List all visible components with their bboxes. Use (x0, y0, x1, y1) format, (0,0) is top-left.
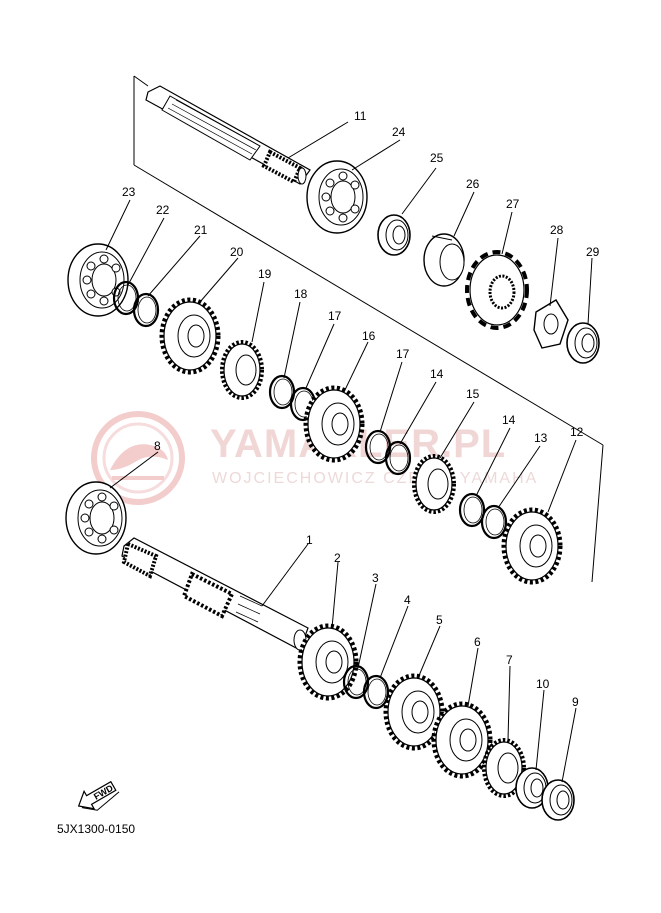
callout-19: 19 (258, 267, 272, 281)
callout-1: 1 (306, 533, 313, 547)
callout-8: 8 (154, 439, 161, 453)
gear-16 (306, 388, 362, 460)
collar-25 (377, 214, 411, 256)
fwd-arrow-icon: FWD (77, 780, 120, 811)
callout-26: 26 (466, 177, 480, 191)
callout-2: 2 (334, 551, 341, 565)
main-axle-1 (121, 537, 309, 651)
gear-12 (504, 510, 560, 582)
callout-11: 11 (354, 109, 367, 123)
callout-20: 20 (230, 245, 244, 259)
callout-23: 23 (122, 185, 136, 199)
callout-12: 12 (570, 425, 584, 439)
seal-9 (541, 779, 575, 821)
callout-29: 29 (586, 245, 600, 259)
callout-21: 21 (194, 223, 208, 237)
gear-6 (434, 704, 490, 776)
callout-17a: 17 (328, 309, 342, 323)
callout-27: 27 (506, 197, 520, 211)
callout-6: 6 (474, 635, 481, 649)
nut-29 (566, 322, 600, 364)
callout-3: 3 (372, 571, 379, 585)
sprocket-27 (465, 250, 529, 330)
callout-10: 10 (536, 677, 550, 691)
drawing-code: 5JX1300-0150 (57, 822, 136, 836)
bearing-23 (67, 243, 129, 317)
callout-14a: 14 (430, 367, 444, 381)
lock-washer-28 (533, 299, 569, 349)
callout-labels: 1 2 3 4 5 6 7 8 9 10 11 12 13 14 14 15 1… (122, 109, 600, 709)
callout-25: 25 (430, 151, 444, 165)
washer-13 (480, 504, 508, 540)
callout-16: 16 (362, 329, 376, 343)
callout-24: 24 (392, 125, 406, 139)
callout-13: 13 (534, 431, 548, 445)
callout-15: 15 (466, 387, 480, 401)
callout-17b: 17 (396, 347, 410, 361)
callout-22: 22 (156, 203, 170, 217)
gear-5 (386, 676, 442, 748)
leader-lines (105, 121, 593, 783)
gear-20 (162, 300, 218, 372)
circlip-4 (362, 674, 390, 710)
bearing-8 (65, 481, 127, 555)
callout-14b: 14 (502, 413, 516, 427)
upper-group-frame (133, 75, 604, 583)
drive-axle (145, 85, 311, 185)
gear-2 (300, 626, 356, 698)
callout-18: 18 (294, 287, 308, 301)
gear-19 (220, 340, 264, 400)
circlip-14a (384, 440, 412, 476)
bearing-24 (306, 160, 368, 234)
circlip-14b (458, 492, 486, 528)
callout-4: 4 (404, 593, 411, 607)
gear-15 (412, 454, 456, 514)
washer-21 (132, 292, 160, 328)
callout-9: 9 (572, 695, 579, 709)
bushing-26 (423, 233, 465, 287)
callout-7: 7 (506, 653, 513, 667)
callout-28: 28 (550, 223, 564, 237)
callout-5: 5 (436, 613, 443, 627)
